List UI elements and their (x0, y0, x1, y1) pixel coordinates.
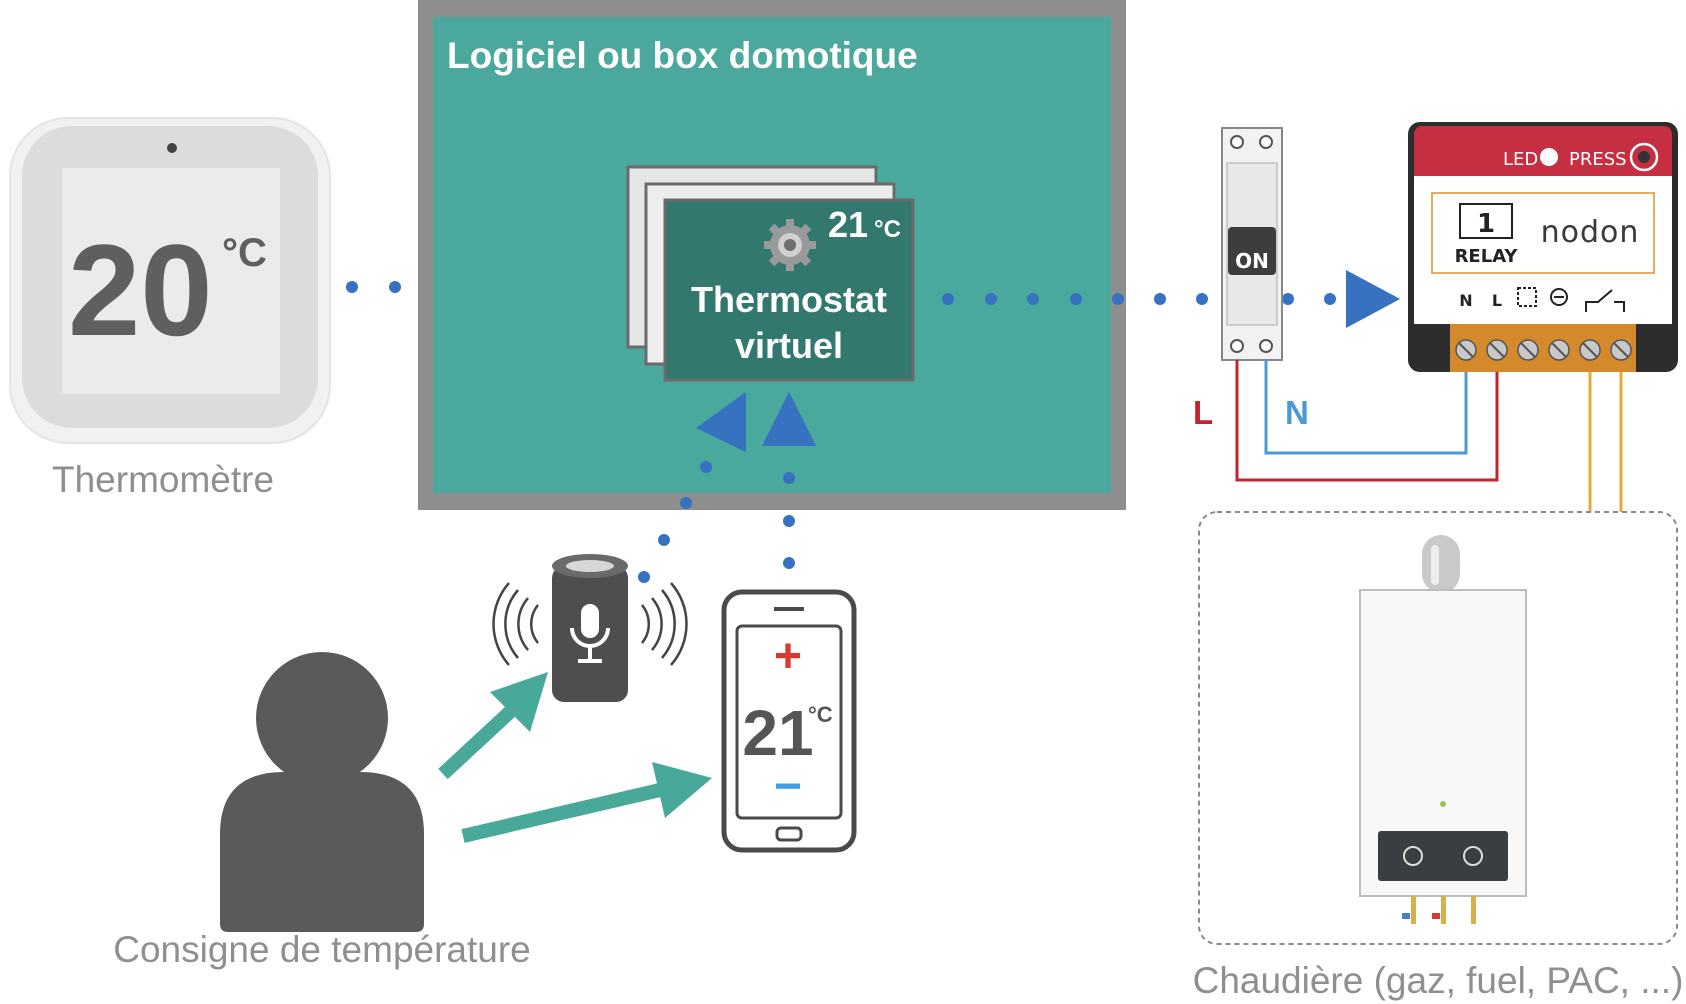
arrow-up-icon (762, 392, 816, 446)
virtual-thermostat-card: 21 °C Thermostat virtuel (626, 165, 915, 382)
boiler-caption: Chaudière (gaz, fuel, PAC, ...) (1193, 960, 1684, 1001)
relay-press-label: PRESS (1569, 149, 1627, 170)
phone-to-hub-link (762, 392, 816, 569)
thermometer: 20 °C Thermomètre (9, 117, 331, 500)
wire-line-label: L (1193, 394, 1213, 431)
phone-temp-value: 21 (742, 697, 813, 769)
circuit-breaker: ON (1221, 127, 1283, 361)
relay-brand-logo: nodon (1541, 215, 1640, 250)
wiring (1235, 360, 1623, 512)
breaker-on-label: ON (1235, 249, 1269, 273)
user-caption: Consigne de température (113, 929, 531, 970)
thermometer-value: 20 (68, 217, 213, 363)
relay-terminal-l-label: L (1492, 291, 1502, 310)
phone-temp-unit: °C (808, 702, 833, 727)
arrow-right-icon (1346, 270, 1400, 328)
smart-speaker (492, 554, 688, 702)
boiler: Chaudière (gaz, fuel, PAC, ...) (1193, 511, 1684, 1001)
wire-line (1235, 360, 1499, 482)
smart-speaker-microphone-icon (492, 554, 688, 702)
relay-module: LED PRESS 1 RELAY nodon N L (1408, 122, 1678, 372)
arrow-up-left-icon (696, 392, 746, 452)
smartphone: + 21 °C − (721, 589, 857, 853)
wire-neutral-label: N (1285, 394, 1309, 431)
arrow-up-right-icon (490, 672, 548, 732)
boiler-icon (1359, 535, 1527, 924)
phone-minus-button[interactable]: − (774, 760, 802, 813)
card-label-line2: virtuel (735, 325, 843, 366)
gear-icon (764, 219, 816, 271)
speaker-to-hub-link (638, 392, 746, 583)
thermometer-unit: °C (222, 231, 267, 275)
card-temp-unit: °C (874, 216, 901, 243)
smartphone-icon (721, 589, 857, 853)
relay-module-icon (1408, 122, 1678, 372)
circuit-breaker-icon (1221, 127, 1283, 361)
card-temp-value: 21 (828, 204, 868, 245)
relay-terminal-n-label: N (1459, 291, 1472, 310)
arrow-right-icon (652, 762, 712, 818)
user: Consigne de température (113, 652, 531, 970)
user-to-speaker-arrow (438, 672, 548, 780)
relay-led-label: LED (1503, 149, 1538, 170)
person-icon (220, 652, 424, 932)
card-label-line1: Thermostat (691, 279, 887, 320)
relay-type-label: RELAY (1455, 246, 1519, 267)
wire-neutral (1264, 360, 1468, 455)
thermometer-caption: Thermomètre (52, 459, 274, 500)
hub-title: Logiciel ou box domotique (447, 35, 918, 76)
relay-channel-number: 1 (1477, 209, 1495, 239)
thermometer-display-icon (9, 117, 331, 444)
phone-plus-button[interactable]: + (774, 630, 802, 683)
user-to-phone-arrow (461, 762, 712, 843)
